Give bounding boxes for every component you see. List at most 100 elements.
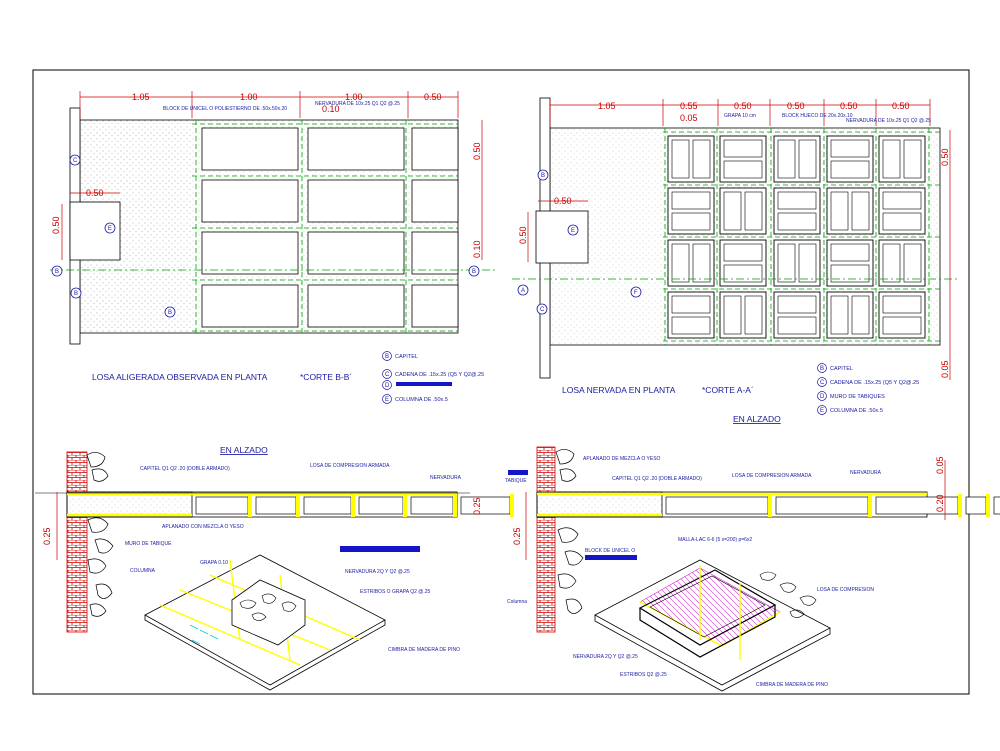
section-void <box>775 496 869 515</box>
right-section-label-rib: NERVADURA <box>850 470 882 476</box>
section-rib <box>986 494 990 517</box>
svg-text:E: E <box>571 228 575 234</box>
left-plan-block <box>307 231 405 275</box>
right-plan-block <box>830 139 870 158</box>
right-dim-capitel-h: 0.50 <box>518 226 528 244</box>
right-plan-block <box>851 295 870 335</box>
left-plan-section-ref: *CORTE B-B´ <box>300 372 352 382</box>
right-plan-block-pair <box>878 187 926 235</box>
left-axis-bubble-b3: B <box>164 306 176 318</box>
left-legend: B CAPITEL C CADENA DE .15x.25 (Q5 Y Q2@.… <box>382 351 484 404</box>
left-dim-side-bottom: 0.10 <box>472 240 482 258</box>
right-plan-block <box>882 316 922 335</box>
right-plan-block-pair <box>878 291 926 339</box>
left-plan-block <box>201 284 299 328</box>
svg-text:B: B <box>472 269 476 275</box>
right-plan-block <box>671 316 711 335</box>
right-section-label-capitel: CAPITEL Q1 Q2 .20 (DOBLE ARMADO) <box>612 476 702 482</box>
section-void <box>665 496 769 515</box>
svg-text:A: A <box>521 288 525 294</box>
right-plan-block <box>777 243 796 283</box>
svg-text:F: F <box>634 290 638 296</box>
right-plan-block-pair <box>826 291 874 339</box>
left-plan-block <box>307 284 405 328</box>
section-void <box>195 496 249 515</box>
section-rib <box>296 494 300 517</box>
right-plan-block-pair <box>667 239 715 287</box>
left-dim-4: 0.50 <box>424 92 442 102</box>
right-section-label-plaster: APLANADO DE MEZCLA O YESO <box>583 456 661 462</box>
section-void <box>875 496 959 515</box>
left-plan-block <box>201 231 299 275</box>
right-label-block: BLOCK HUECO DE 20x.20x.10 <box>782 113 853 119</box>
left-dim-2: 1.00 <box>240 92 258 102</box>
right-plan-block <box>903 243 922 283</box>
right-plan-subtitle: EN ALZADO <box>733 414 781 424</box>
right-plan-block-pair <box>719 239 767 287</box>
left-iso-label-rib: NERVADURA 2Q Y Q2 @.25 <box>345 569 410 575</box>
right-dim-sub: 0.05 <box>680 113 698 123</box>
left-plan-block-grid <box>192 120 459 333</box>
right-legend-muro: MURO DE TABIQUES <box>830 394 885 400</box>
right-plan-block-pair <box>667 291 715 339</box>
right-plan-block <box>744 191 763 231</box>
right-legend: B CAPITEL C CADENA DE .15x.25 (Q5 Y Q2@.… <box>817 363 919 415</box>
right-plan-block <box>777 139 796 179</box>
right-plan-block <box>830 264 870 283</box>
right-plan-block-pair <box>826 187 874 235</box>
section-void <box>358 496 404 515</box>
right-dim-2: 0.55 <box>680 101 698 111</box>
right-plan-block-pair <box>878 239 926 287</box>
left-label-rib: NERVADURA DE 10x.25 Q1 Q2 @.25 <box>315 101 400 107</box>
right-plan-block <box>882 243 901 283</box>
left-dim-capitel-h: 0.50 <box>51 216 61 234</box>
right-plan-block <box>882 191 922 210</box>
left-section-label-slab: LOSA DE COMPRESION ARMADA <box>310 463 390 469</box>
left-plan-block <box>411 231 459 275</box>
left-section-label-plaster: APLANADO CON MEZCLA O YESO <box>162 524 244 530</box>
left-section-stone-fill <box>86 452 114 617</box>
right-section-capitel <box>536 491 663 518</box>
left-section-label-wall: MURO DE TABIQUE <box>125 541 172 547</box>
right-label-clip: GRAPA 10 cm <box>724 113 756 119</box>
right-axis-bubble-e: E <box>567 224 579 236</box>
left-plan-block <box>411 284 459 328</box>
section-rib <box>453 494 457 517</box>
right-plan-block-pair <box>773 135 821 183</box>
right-plan-block <box>723 264 763 283</box>
left-dim-side-top: 0.50 <box>472 142 482 160</box>
right-plan-capitel <box>535 210 589 264</box>
right-plan-block-pair <box>667 135 715 183</box>
section-rib <box>768 494 772 517</box>
left-section-title: EN ALZADO <box>220 445 268 455</box>
left-section-wall <box>66 451 88 633</box>
left-label-block: BLOCK DE UNICEL O POLIESTIERNO DE .50x.5… <box>163 106 287 112</box>
right-dim-4: 0.50 <box>787 101 805 111</box>
right-section-voids <box>665 494 1000 517</box>
right-plan-section-ref: *CORTE A-A´ <box>702 385 754 395</box>
right-section-wall <box>536 446 556 633</box>
right-plan-block <box>723 160 763 179</box>
left-axis-bubble-b: B <box>51 265 63 277</box>
right-plan-block <box>830 295 849 335</box>
right-axis-bubble-f: F <box>630 286 642 298</box>
right-plan-block <box>723 243 763 262</box>
right-plan-block <box>671 191 711 210</box>
right-plan-block <box>692 243 711 283</box>
right-dim-side-top: 0.50 <box>940 148 950 166</box>
left-section-dim-height: 0.25 <box>42 527 52 545</box>
right-plan-block-pair <box>719 135 767 183</box>
left-plan-block <box>307 179 405 223</box>
right-plan-block-grid <box>663 128 940 345</box>
svg-text:D: D <box>820 394 825 400</box>
svg-text:B: B <box>74 291 78 297</box>
right-dim-6: 0.50 <box>892 101 910 111</box>
right-plan-block <box>777 295 817 314</box>
right-plan-block-pair <box>878 135 926 183</box>
right-section-dim-mid: 0.20 <box>935 494 945 512</box>
right-axis-bubble-b: B <box>537 169 549 181</box>
right-section: 0.05 0.20 0.25 APLANADO DE MEZCLA O YESO… <box>505 446 1000 692</box>
svg-text:C: C <box>820 380 825 386</box>
right-dim-3: 0.50 <box>734 101 752 111</box>
svg-text:B: B <box>168 310 172 316</box>
